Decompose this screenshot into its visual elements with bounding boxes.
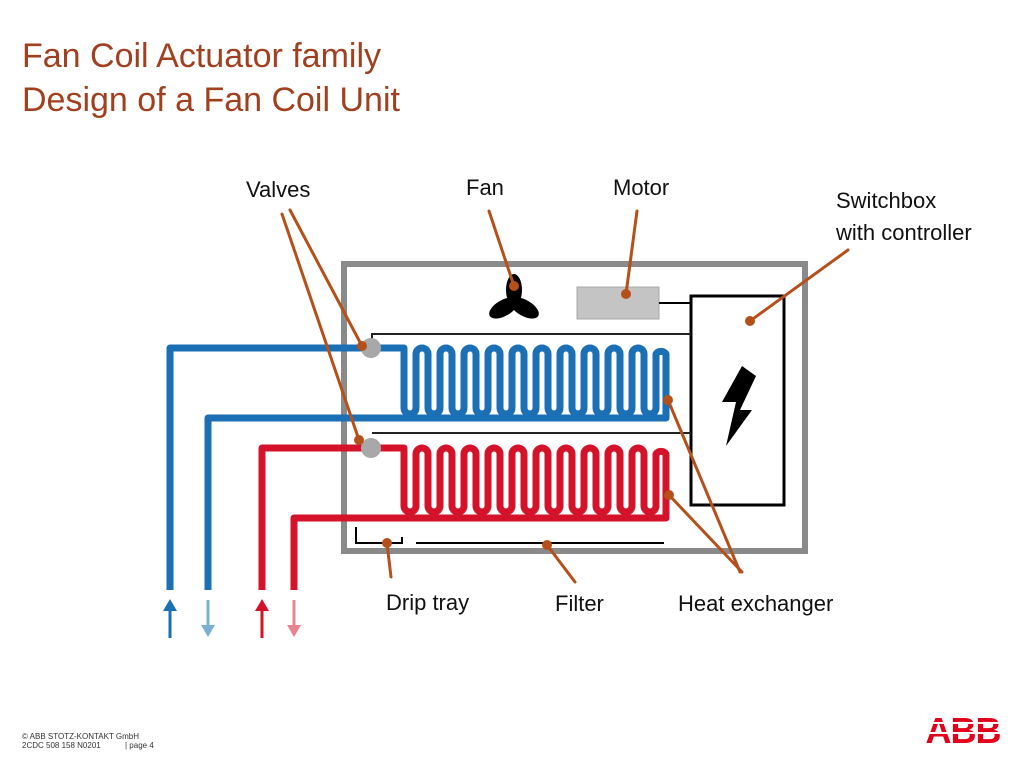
filter-leader-dot [542, 540, 552, 550]
heat-exchanger-label: Heat exchanger [678, 591, 834, 616]
unit-housing [341, 261, 808, 554]
fan-leader [487, 209, 516, 288]
page-subtitle: Design of a Fan Coil Unit [22, 81, 400, 119]
fan-label: Fan [466, 175, 504, 200]
cold-heat-exchanger-coil [380, 344, 670, 418]
footer-page: | page 4 [125, 741, 154, 750]
cold-supply-arrow-icon [163, 599, 177, 611]
drip-tray-shape [355, 527, 403, 544]
heat-exchanger-leader-dot-upper [663, 395, 673, 405]
heat-exchanger-leader-upper [666, 398, 742, 574]
filter-label: Filter [555, 591, 604, 616]
fan-leader-dot [509, 281, 519, 291]
svg-text:ABB: ABB [926, 712, 1000, 746]
footer-copyright: © ABB STOTZ-KONTAKT GmbH [22, 732, 140, 741]
hot-supply-arrow-icon [255, 599, 269, 611]
hot-return-pipe [290, 500, 670, 590]
motor-label: Motor [613, 175, 670, 200]
valves-leader-dot-upper [357, 341, 367, 351]
valves-leader-dot-lower [354, 435, 364, 445]
valves-leader-lower [280, 212, 361, 442]
valves-leader-upper [288, 208, 364, 348]
switchbox-leader-dot [745, 316, 755, 326]
hot-heat-exchanger-coil [380, 444, 670, 516]
drip-tray-leader-dot [382, 538, 392, 548]
filter-leader [545, 543, 577, 584]
drip-tray-label: Drip tray [386, 590, 470, 615]
heat-exchanger-leader-dot-lower [664, 490, 674, 500]
hot-return-arrow-icon [287, 625, 301, 637]
motor-leader [624, 209, 639, 296]
footer-doc-id: 2CDC 508 158 N0201 [22, 741, 101, 750]
hot-supply-pipe [258, 444, 362, 590]
switchbox-label-line2: with controller [836, 220, 972, 245]
motor-leader-dot [621, 289, 631, 299]
lightning-icon [722, 366, 756, 446]
switchbox-leader [748, 248, 850, 323]
abb-logo: ABB [926, 712, 1000, 746]
heat-exchanger-leader-lower [667, 493, 744, 574]
switchbox-label-line1: Switchbox [836, 188, 937, 213]
hot-valve [361, 438, 381, 458]
cold-supply-pipe [166, 344, 362, 590]
drip-tray-leader [385, 541, 393, 579]
page-title: Fan Coil Actuator family [22, 37, 382, 75]
cold-return-arrow-icon [201, 625, 215, 637]
cold-return-pipe [204, 400, 670, 590]
motor-shape [576, 286, 660, 320]
valves-label: Valves [246, 177, 311, 202]
